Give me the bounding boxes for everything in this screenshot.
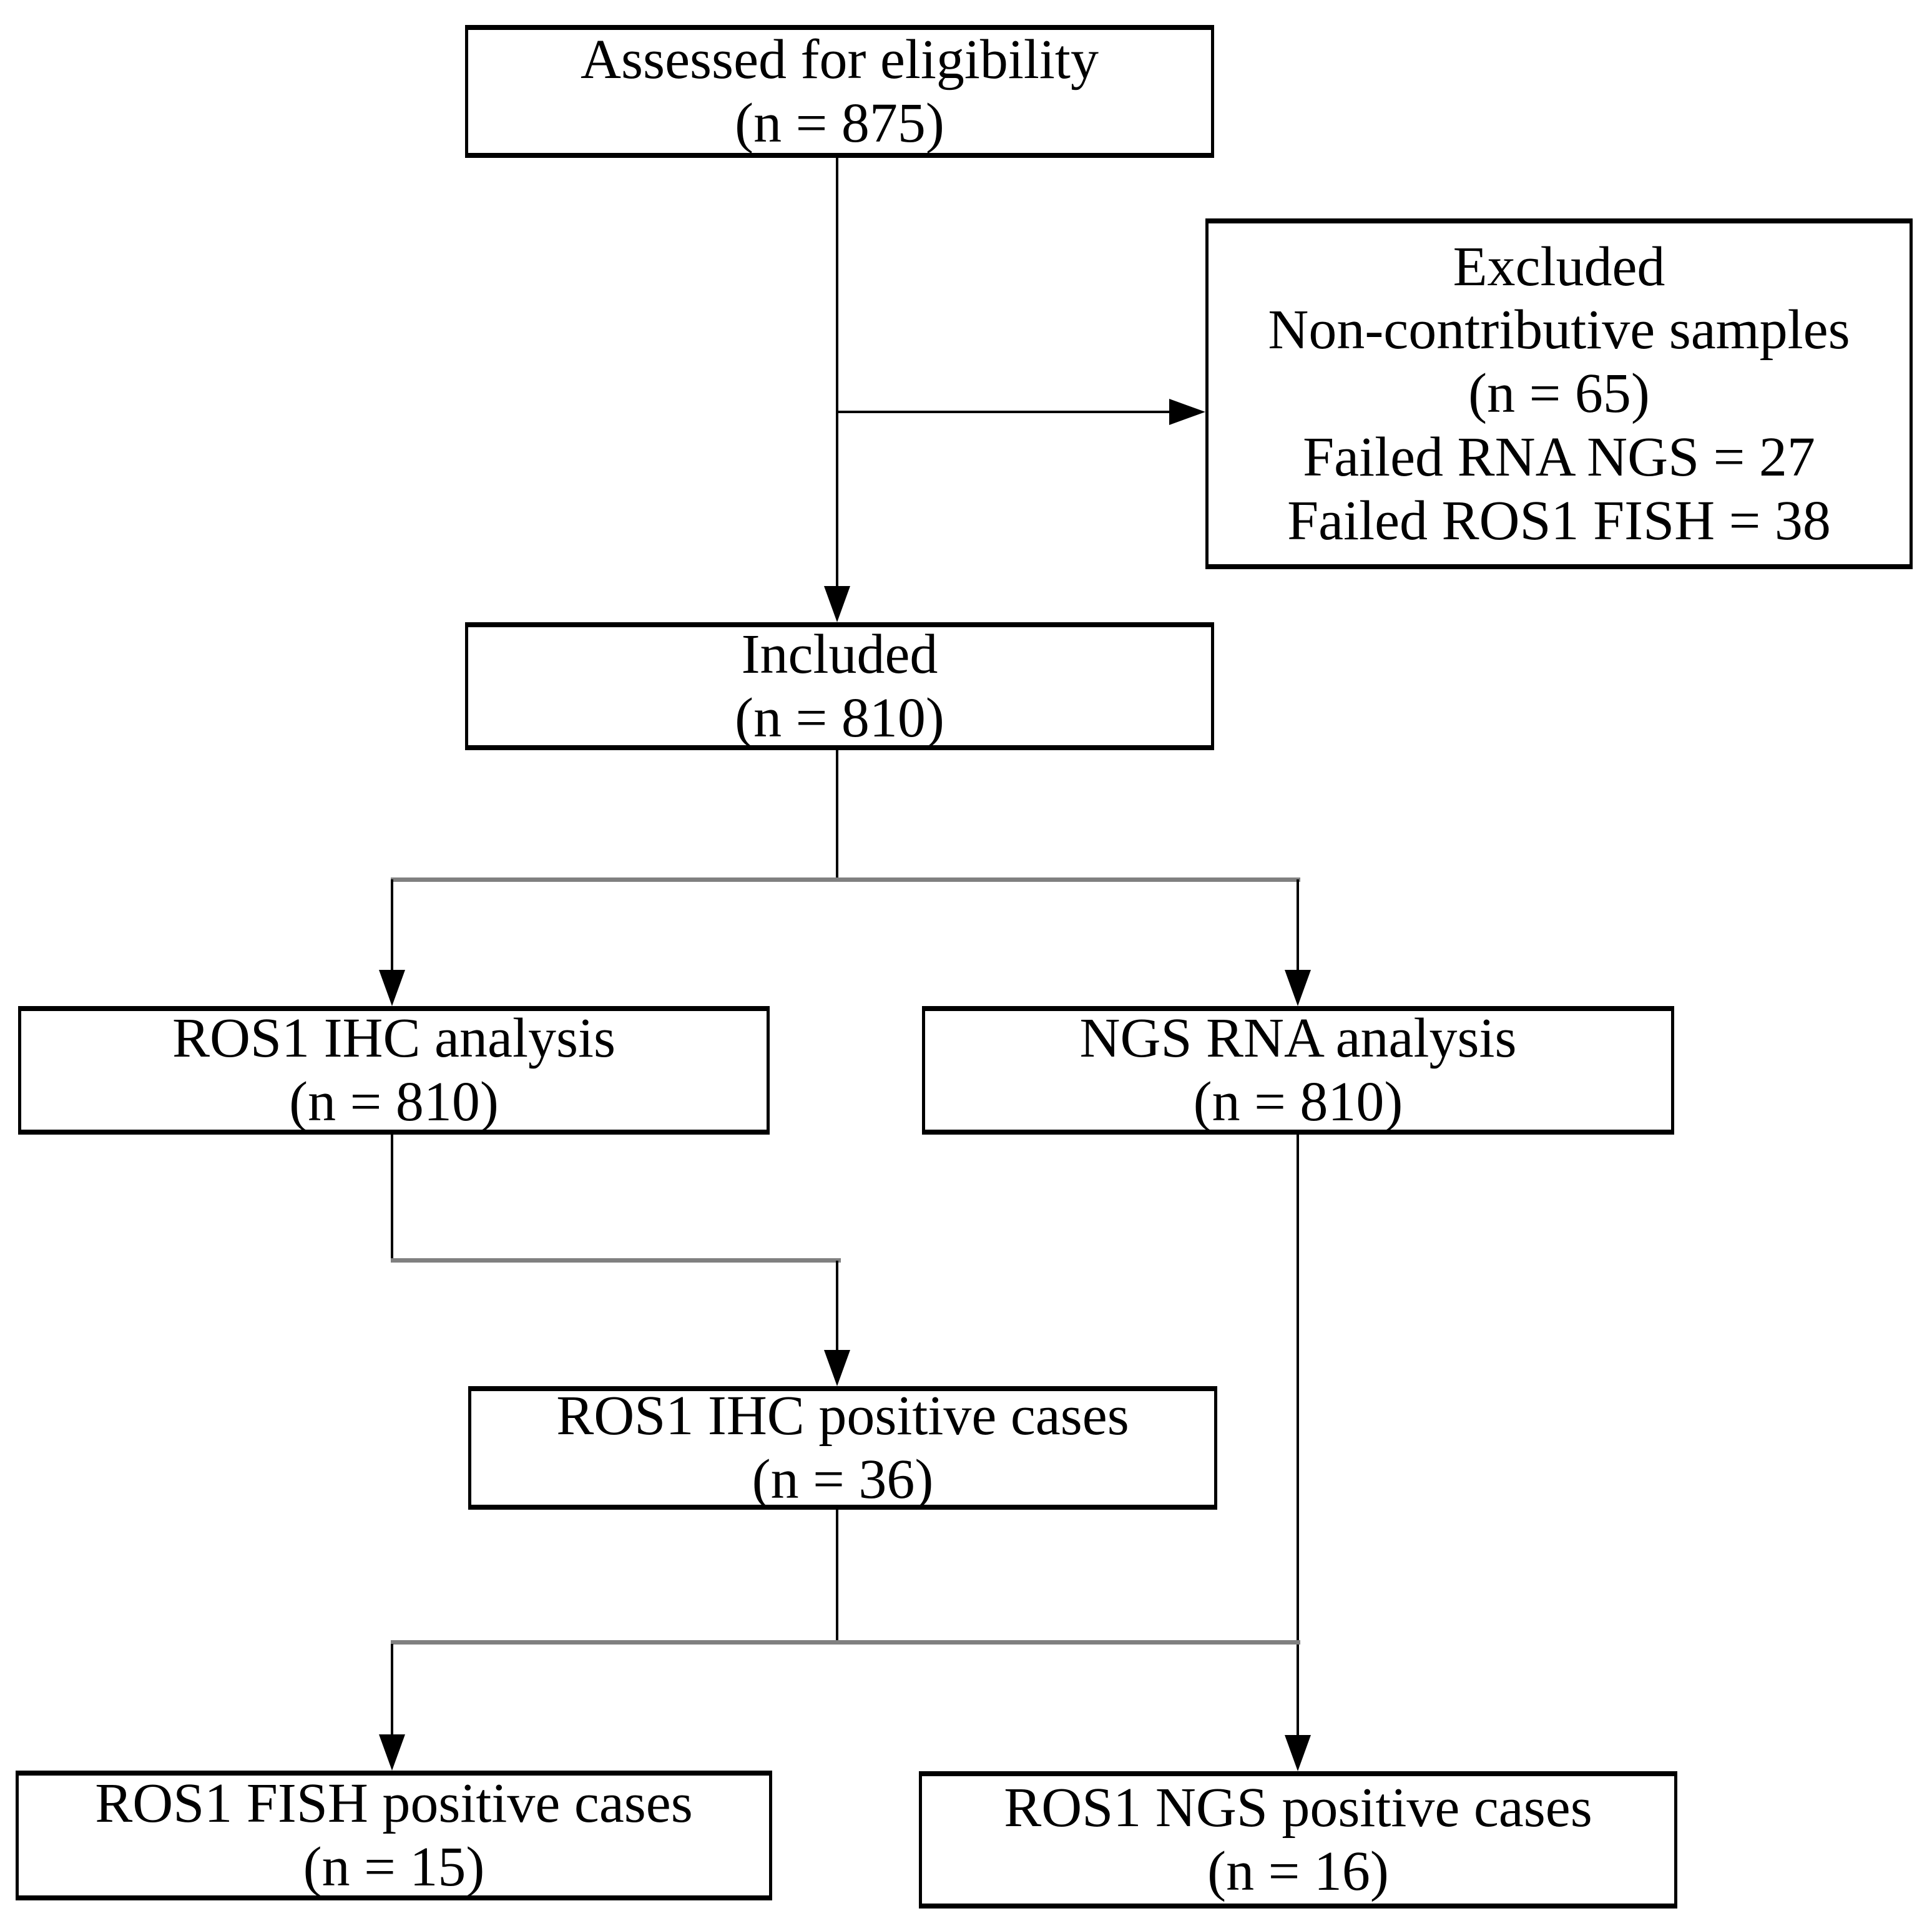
connector-assessed-to-included-line — [836, 157, 838, 590]
arrowhead-down-fish-positive — [379, 1734, 405, 1771]
arrowhead-down-ihc-analysis — [379, 970, 405, 1006]
connector-to-ihc-positive-line — [836, 1261, 838, 1351]
box-count: (n = 65) — [1468, 363, 1650, 425]
connector-included-down-line — [836, 750, 838, 879]
box-ros1-ngs-positive-cases: ROS1 NGS positive cases (n = 16) — [919, 1771, 1677, 1909]
box-label: Excluded — [1453, 235, 1665, 298]
arrowhead-down-ihc-positive — [824, 1350, 850, 1386]
box-included: Included (n = 810) — [465, 622, 1214, 750]
box-count: (n = 810) — [289, 1071, 499, 1133]
connector-ngs-analysis-to-ngs-positive-line — [1297, 1134, 1299, 1735]
box-count: (n = 875) — [735, 92, 944, 154]
connector-to-ngs-analysis-line — [1297, 879, 1299, 972]
box-count: (n = 16) — [1207, 1840, 1389, 1902]
box-label: ROS1 NGS positive cases — [1004, 1777, 1592, 1839]
distribution-line-analyses — [391, 877, 1300, 882]
box-label: Assessed for eligibility — [581, 28, 1099, 90]
connector-to-fish-positive-line — [391, 1644, 393, 1734]
box-label: ROS1 IHC analysis — [172, 1007, 616, 1070]
connector-to-ihc-analysis-line — [391, 879, 393, 972]
connector-ihc-positive-down-line — [836, 1509, 838, 1645]
box-count: (n = 36) — [752, 1449, 934, 1510]
arrowhead-down-ngs-positive — [1285, 1735, 1311, 1771]
box-count: (n = 810) — [735, 687, 944, 749]
connector-branch-to-excluded-line — [836, 411, 1170, 413]
connector-ihc-analysis-down-line — [391, 1134, 393, 1261]
box-ros1-ihc-analysis: ROS1 IHC analysis (n = 810) — [18, 1006, 770, 1135]
box-sublabel: Non-contributive samples — [1268, 299, 1850, 361]
box-detail-rna-ngs: Failed RNA NGS = 27 — [1303, 426, 1815, 488]
box-count: (n = 810) — [1193, 1071, 1403, 1133]
box-label: ROS1 FISH positive cases — [95, 1772, 693, 1835]
arrowhead-down-included — [824, 586, 850, 622]
arrowhead-down-ngs-analysis — [1285, 970, 1311, 1006]
box-ros1-fish-positive-cases: ROS1 FISH positive cases (n = 15) — [16, 1771, 772, 1900]
box-excluded: Excluded Non-contributive samples (n = 6… — [1205, 218, 1913, 569]
box-label: ROS1 IHC positive cases — [556, 1385, 1129, 1447]
distribution-line-ihc-positive — [391, 1258, 841, 1263]
box-ngs-rna-analysis: NGS RNA analysis (n = 810) — [922, 1006, 1674, 1135]
box-assessed-for-eligibility: Assessed for eligibility (n = 875) — [465, 25, 1214, 158]
distribution-line-positive-cases — [391, 1640, 1300, 1645]
box-count: (n = 15) — [303, 1836, 485, 1898]
box-label: Included — [741, 623, 938, 685]
box-ros1-ihc-positive-cases: ROS1 IHC positive cases (n = 36) — [468, 1385, 1217, 1510]
box-label: NGS RNA analysis — [1079, 1007, 1517, 1070]
arrowhead-right-excluded — [1169, 399, 1205, 425]
box-detail-ros1-fish: Failed ROS1 FISH = 38 — [1287, 489, 1831, 552]
